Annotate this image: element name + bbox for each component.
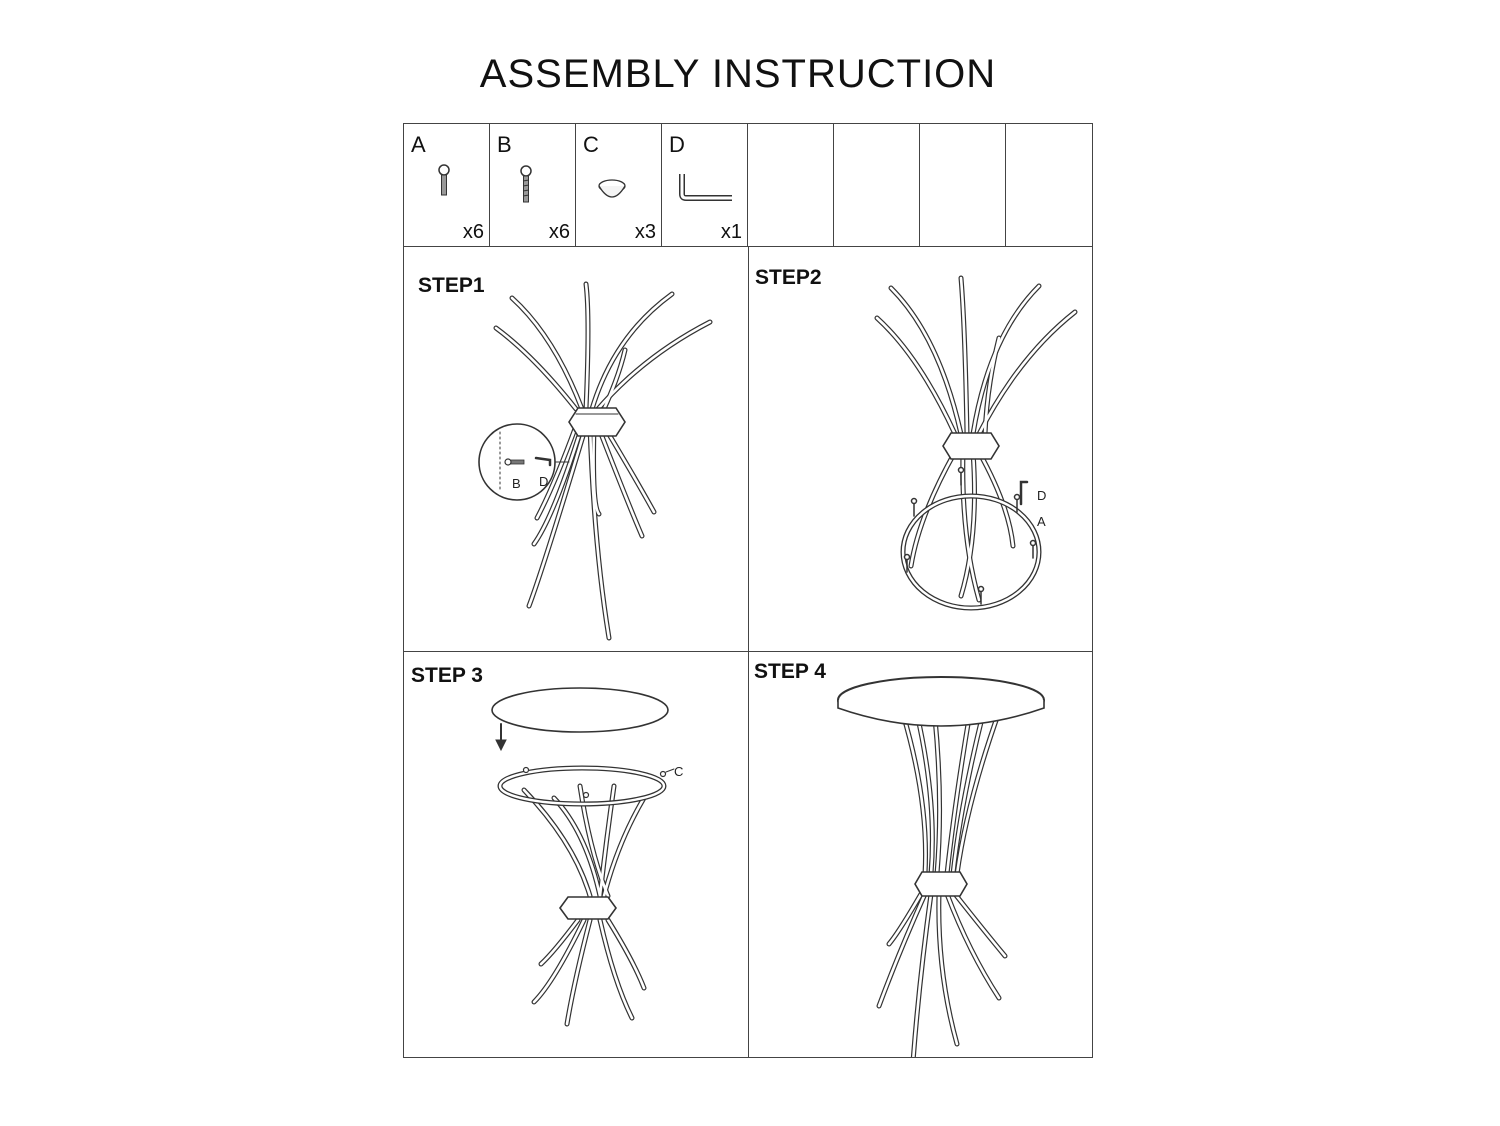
step-label: STEP2 (755, 266, 822, 289)
part-letter: A (411, 132, 426, 157)
step-4-illustration (837, 676, 1045, 1057)
step-label: STEP 3 (411, 664, 483, 687)
allen-key-icon (679, 174, 732, 201)
short-screw-icon (438, 164, 450, 196)
part-letter: B (497, 132, 512, 157)
step-3-illustration: C (491, 687, 683, 1027)
empty-part-cell (1006, 124, 1092, 246)
empty-part-cell (834, 124, 920, 246)
part-quantity: x6 (462, 221, 484, 243)
glass-pad-icon (598, 179, 626, 198)
part-a: A x6 (404, 124, 490, 246)
part-d: D x1 (662, 124, 748, 246)
part-b: B x6 (490, 124, 576, 246)
long-screw-icon (520, 165, 532, 203)
callout-d: D (539, 474, 548, 489)
step-2-illustration: D A (874, 275, 1078, 611)
page-title: ASSEMBLY INSTRUCTION (479, 52, 997, 96)
callout-a: A (1037, 514, 1046, 529)
part-letter: D (669, 132, 685, 157)
step-2-panel: STEP2 (749, 246, 1092, 652)
part-quantity: x6 (548, 221, 570, 243)
empty-part-cell (920, 124, 1006, 246)
step-4-panel: STEP 4 (749, 652, 1092, 1057)
step-label: STEP 4 (754, 660, 826, 683)
part-quantity: x3 (634, 221, 656, 243)
empty-part-cell (748, 124, 834, 246)
step-1-illustration: B D (478, 281, 713, 641)
callout-c: C (674, 764, 683, 779)
step-label: STEP1 (418, 274, 485, 297)
step-1-panel: STEP1 (404, 246, 749, 652)
callout-b: B (512, 476, 521, 491)
instruction-sheet: A x6 B x6 C x3 D (403, 123, 1093, 1058)
part-letter: C (583, 132, 599, 157)
part-quantity: x1 (720, 221, 742, 243)
callout-d: D (1037, 488, 1046, 503)
parts-list: A x6 B x6 C x3 D (404, 124, 1092, 247)
step-3-panel: STEP 3 (404, 652, 749, 1057)
part-c: C x3 (576, 124, 662, 246)
